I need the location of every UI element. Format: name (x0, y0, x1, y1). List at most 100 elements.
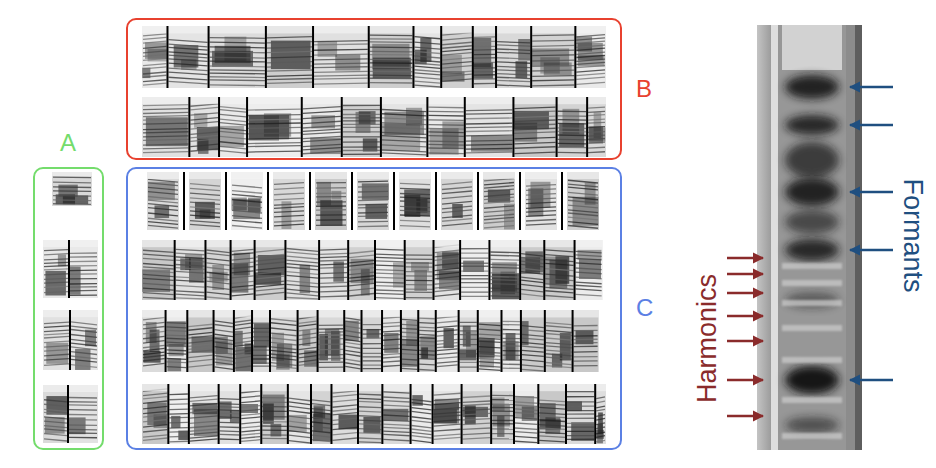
separator-line (458, 310, 460, 372)
harmonic-stripe (461, 292, 488, 293)
harmonic-stripe (359, 401, 381, 403)
harmonic-stripe (168, 81, 207, 84)
group-letter: A (60, 131, 76, 155)
harmonic-stripe (526, 185, 556, 186)
harmonic-stripe (190, 421, 218, 423)
harmonic-stripe (44, 364, 69, 366)
thumb-ground (70, 310, 98, 370)
harmonic-stripe (434, 412, 461, 414)
harmonic-stripe (588, 138, 605, 140)
harmonic-stripe (44, 346, 69, 348)
harmonic-stripe (370, 41, 413, 43)
harmonic-stripe (484, 197, 514, 199)
harmonic-stripe (521, 277, 543, 279)
harmonic-stripe (460, 344, 477, 345)
harmonic-stripe (143, 438, 167, 440)
harmonic-stripe (220, 128, 246, 131)
harmonic-stripe (466, 134, 513, 136)
harmonic-stripe (143, 425, 167, 427)
harmonic-stripe (383, 401, 409, 402)
harmonic-stripe (400, 183, 430, 184)
formant-blob (331, 191, 341, 200)
harmonic-stripe (474, 83, 495, 85)
harmonic-stripe (71, 356, 97, 359)
harmonic-stripe (190, 211, 220, 213)
harmonic-stripe (262, 425, 287, 427)
harmonic-stripe (312, 412, 330, 414)
harmonic-stripe (492, 407, 513, 408)
harmonic-stripe (437, 343, 458, 345)
separator-line (490, 384, 492, 444)
harmonic-stripe (312, 404, 330, 406)
harmonic-stripe (188, 332, 212, 334)
spectrogram-thumb (209, 26, 266, 88)
thumb-ground (521, 310, 545, 372)
harmonic-stripe (320, 263, 347, 265)
harmonic-stripe (312, 400, 330, 402)
thumb-ground (587, 97, 606, 157)
harmonic-stripe (558, 111, 587, 113)
separator-line (435, 172, 437, 230)
harmonic-stripe (576, 82, 605, 84)
harmonic-stripe (545, 255, 573, 257)
separator-line (174, 240, 176, 300)
thumb-ground (209, 26, 266, 88)
thumb-top (147, 172, 179, 179)
separator-line (433, 240, 435, 300)
harmonic-stripe (497, 45, 530, 46)
separator-line (572, 310, 574, 372)
harmonic-stripe (71, 322, 97, 325)
thumb-ground (483, 172, 515, 230)
harmonic-stripe (169, 403, 188, 405)
harmonic-stripe (343, 127, 380, 128)
harmonic-stripe (44, 433, 67, 435)
harmonic-stripe (70, 283, 97, 285)
harmonic-stripe (383, 331, 400, 332)
spectrogram-thumb (381, 97, 427, 157)
harmonic-stripe (320, 253, 347, 255)
separator-line (543, 240, 545, 300)
harmonic-stripe (419, 317, 434, 319)
harmonic-stripe (232, 267, 254, 269)
harmonic-stripe (267, 51, 312, 52)
harmonic-stripe (206, 250, 229, 253)
harmonic-stripe (490, 251, 519, 253)
formant-blob (194, 113, 207, 128)
thumb-top (348, 240, 375, 247)
harmonic-stripe (190, 149, 218, 151)
separator-line (513, 384, 515, 444)
spectrogram-thumb (298, 310, 318, 372)
thumb-top (209, 26, 266, 33)
harmonic-stripe (271, 342, 297, 345)
thumb-top (557, 97, 588, 104)
harmonic-stripe (539, 400, 565, 402)
harmonic-stripe (574, 360, 598, 362)
harmonic-stripe (70, 269, 97, 271)
harmonic-stripe (376, 293, 404, 295)
harmonic-stripe (343, 131, 380, 132)
harmonic-stripe (532, 84, 574, 86)
harmonic-stripe (274, 183, 304, 185)
harmonic-stripe (220, 434, 240, 436)
thumb-top (187, 310, 213, 317)
harmonic-stripe (289, 398, 310, 401)
harmonic-stripe (248, 145, 301, 147)
harmonic-stripe (232, 271, 254, 273)
harmonic-stripe (363, 368, 382, 369)
harmonic-stripe (220, 426, 240, 428)
spectrogram-thumb (413, 26, 441, 88)
harmonic-stripe (574, 346, 598, 348)
harmonic-stripe (143, 129, 188, 130)
harmonic-stripe (545, 263, 573, 265)
thumb-top (513, 97, 556, 104)
group-box: B (126, 18, 622, 160)
harmonic-stripe (71, 339, 97, 342)
harmonic-stripe (210, 65, 265, 67)
harmonic-stripe (484, 214, 514, 216)
harmonic-stripe (274, 207, 304, 209)
harmonic-stripe (316, 196, 346, 198)
harmonic-stripe (437, 334, 458, 336)
harmonic-stripe (479, 338, 501, 339)
harmonic-stripe (69, 437, 97, 439)
thumb-ground (266, 26, 313, 88)
